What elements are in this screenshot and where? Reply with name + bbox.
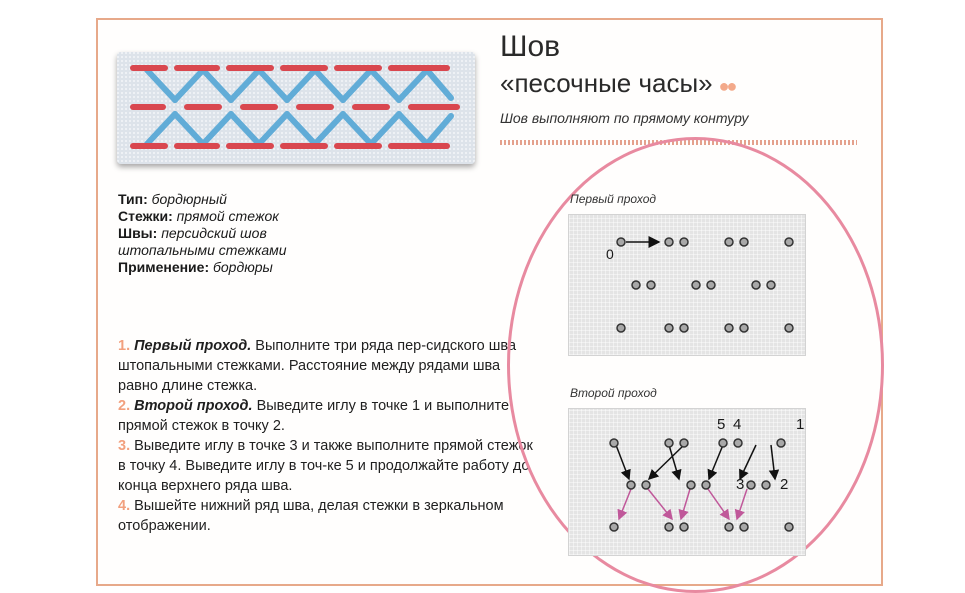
pass1-label: Первый проход (570, 192, 656, 206)
point-5-label: 5 (717, 416, 725, 433)
diagram-pass1: 0 (568, 214, 806, 356)
page-title-line2: «песочные часы» ●● (500, 68, 734, 99)
point-4-label: 4 (733, 416, 741, 433)
embroidery-photo (117, 52, 475, 164)
subtitle: Шов выполняют по прямому контуру (500, 110, 749, 126)
spec-stitches: Стежки: прямой стежок (118, 208, 279, 225)
step-1: 1. Первый проход. Выполните три ряда пер… (118, 336, 533, 396)
start-point-label: 0 (606, 246, 614, 262)
spec-use: Применение: бордюры (118, 259, 273, 276)
spec-type: Тип: бордюрный (118, 191, 227, 208)
point-1-label: 1 (796, 416, 804, 433)
page-title: Шов (500, 30, 560, 64)
spec-seams: Швы: персидский шов (118, 225, 267, 242)
step-4: 4. Вышейте нижний ряд шва, делая стежки … (118, 496, 533, 536)
point-2-label: 2 (780, 476, 788, 493)
point-3-label: 3 (736, 476, 744, 493)
title-text: «песочные часы» (500, 68, 713, 98)
step-2: 2. Второй проход. Выведите иглу в точке … (118, 396, 533, 436)
instructions: 1. Первый проход. Выполните три ряда пер… (118, 336, 533, 536)
pass2-label: Второй проход (570, 386, 657, 400)
step-3: 3. Выведите иглу в точке 3 и также выпол… (118, 436, 533, 496)
spec-seams-cont: штопальными стежками (118, 242, 287, 259)
diagram-pass2: 5 4 1 3 2 (568, 408, 806, 556)
difficulty-dots: ●● (719, 76, 735, 96)
